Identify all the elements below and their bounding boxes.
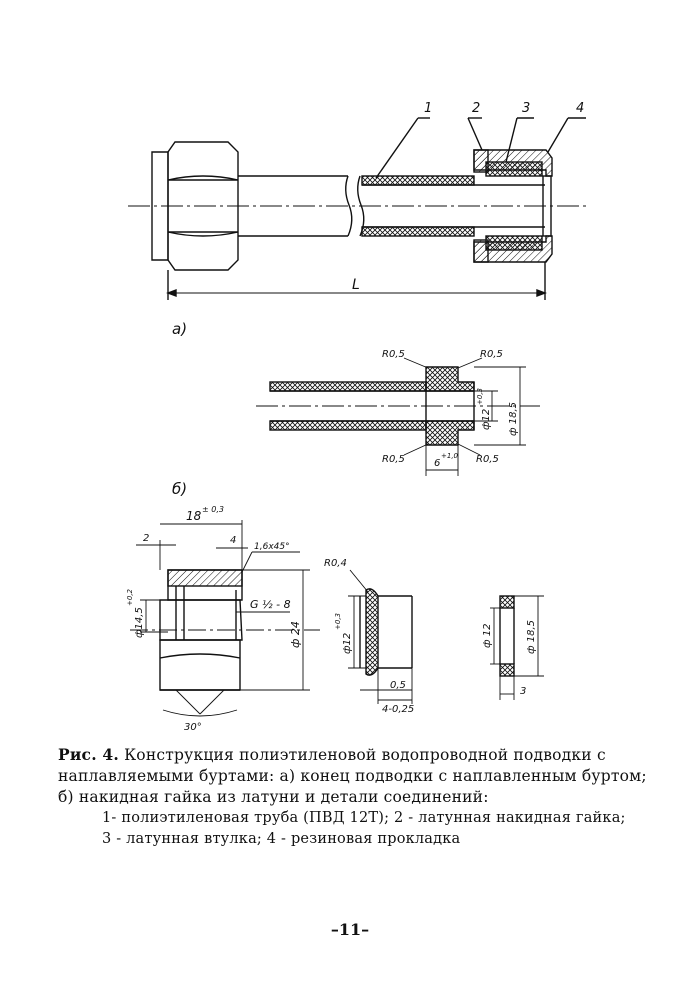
- dim-18-tol: ± 0,3: [202, 505, 224, 514]
- dim-2: 2: [143, 533, 149, 544]
- dim-thread: G ½ - 8: [250, 598, 291, 611]
- dim-r05-tl: R0,5: [382, 349, 405, 360]
- brass-bushing: [348, 569, 413, 704]
- caption-figure-number: Рис. 4.: [58, 745, 119, 764]
- caption-line-1: Конструкция полиэтиленовой водопроводной…: [118, 746, 606, 764]
- callout-4: 4: [576, 101, 584, 116]
- dim-05: 0,5: [390, 680, 406, 691]
- callout-2: 2: [472, 101, 480, 116]
- dim-r05-br: R0,5: [476, 454, 499, 465]
- dim-r05-tr: R0,5: [480, 349, 503, 360]
- caption-line-5: 3 - латунная втулка; 4 - резиновая прокл…: [102, 831, 461, 847]
- sublabel-b: б): [172, 480, 187, 498]
- callout-3: 3: [522, 101, 530, 116]
- caption-line-4: 1- полиэтиленовая труба (ПВД 12Т); 2 - л…: [102, 810, 626, 826]
- dim-d12-a: ф12: [481, 409, 492, 430]
- caption-line-3: б) накидная гайка из латуни и детали сое…: [58, 788, 489, 806]
- pipe-end-view: [269, 357, 526, 476]
- dim-width-6: 6: [434, 458, 440, 469]
- union-nut-section: [136, 520, 310, 717]
- dim-length-L: L: [352, 277, 360, 293]
- dim-d12-a-tol: +0,3: [476, 388, 484, 405]
- dim-d12-b-tol: +0,3: [334, 613, 342, 630]
- dim-chamfer: 1,6x45°: [254, 542, 290, 552]
- dim-r04: R0,4: [324, 558, 347, 569]
- figure-caption: Рис. 4. Конструкция полиэтиленовой водоп…: [58, 744, 658, 850]
- technical-drawing: 1 2 3 4 L а) R0,5 R0,5 R0,5 R0,5 6 +1,0 …: [126, 101, 590, 733]
- dim-width-6-tol: +1,0: [441, 452, 459, 460]
- dim-d12-b: ф12: [342, 633, 353, 654]
- dim-18: 18: [186, 509, 202, 523]
- dim-3: 3: [520, 686, 526, 697]
- page-number: –11–: [330, 920, 370, 939]
- dim-angle-30: 30°: [184, 722, 202, 733]
- rubber-gasket: [490, 595, 544, 700]
- dim-4: 4: [230, 535, 236, 546]
- assembly-view: [151, 117, 586, 300]
- dim-d18-c: ф 18,5: [526, 620, 537, 654]
- dim-d145: ф14,5: [134, 607, 145, 638]
- dim-d24: ф 24: [289, 621, 302, 648]
- dim-4-025: 4-0,25: [382, 704, 414, 715]
- caption-line-2: наплавляемыми буртами: а) конец подводки…: [58, 767, 647, 785]
- dim-d12-c: ф 12: [482, 624, 493, 648]
- dim-r05-bl: R0,5: [382, 454, 405, 465]
- dim-d145-tol: +0,2: [126, 588, 134, 606]
- callout-1: 1: [424, 101, 432, 116]
- sublabel-a: а): [172, 320, 187, 338]
- dim-d18-a: ф 18,5: [508, 402, 519, 436]
